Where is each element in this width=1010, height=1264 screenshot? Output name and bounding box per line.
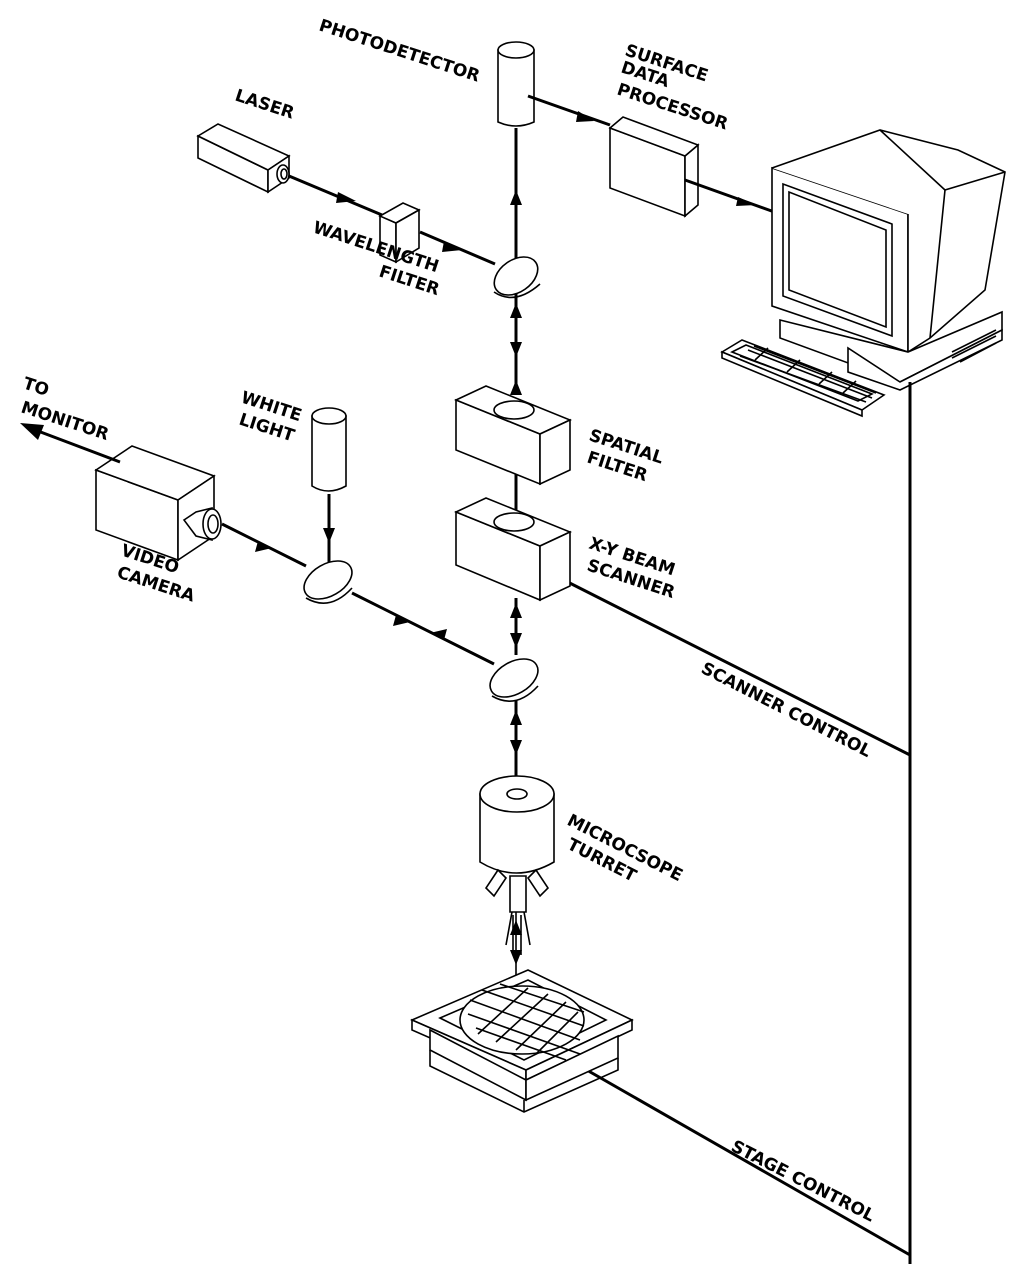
laser: [196, 123, 291, 194]
beam-splitter-3-edge: [491, 685, 539, 702]
scanner-control-line: [539, 566, 911, 757]
spatial-filter: [453, 385, 573, 486]
control-bus: [539, 382, 912, 1264]
to-monitor-arrow: [29, 426, 121, 464]
xy-beam-scanner: [453, 497, 573, 602]
label-monitor: MONITOR: [18, 398, 111, 445]
computer-workstation: [720, 129, 1006, 418]
label-photodetector: PHOTODETECTOR: [316, 16, 482, 87]
beam-splitter-1-edge: [493, 283, 541, 299]
label-wavelength: WAVELENGTH: [310, 218, 441, 277]
beam-processor-to-computer: [684, 178, 781, 216]
laser-beam: [288, 174, 383, 217]
white-light-source: [311, 407, 347, 492]
label-laser: LASER: [232, 86, 296, 124]
label-stage-control: STAGE CONTROL: [728, 1137, 878, 1227]
microscope-turret: [479, 775, 555, 955]
beam-detector-to-processor: [527, 94, 611, 127]
video-camera: [94, 445, 222, 562]
beam-splitter-2-edge: [305, 587, 353, 604]
photodetector: [497, 41, 535, 127]
wavelength-filter: [378, 202, 421, 264]
stage-control-line: [577, 1063, 911, 1257]
beam-splitter-3: [489, 658, 539, 698]
wafer-stage: [409, 969, 634, 1113]
label-scanner-control: SCANNER CONTROL: [698, 659, 875, 762]
beam-splitter-1: [493, 256, 539, 296]
main-optical-axis: [510, 128, 522, 1002]
beam-splitter-2: [303, 560, 353, 600]
label-to: TO: [20, 374, 51, 401]
surface-data-processor: [608, 116, 700, 218]
